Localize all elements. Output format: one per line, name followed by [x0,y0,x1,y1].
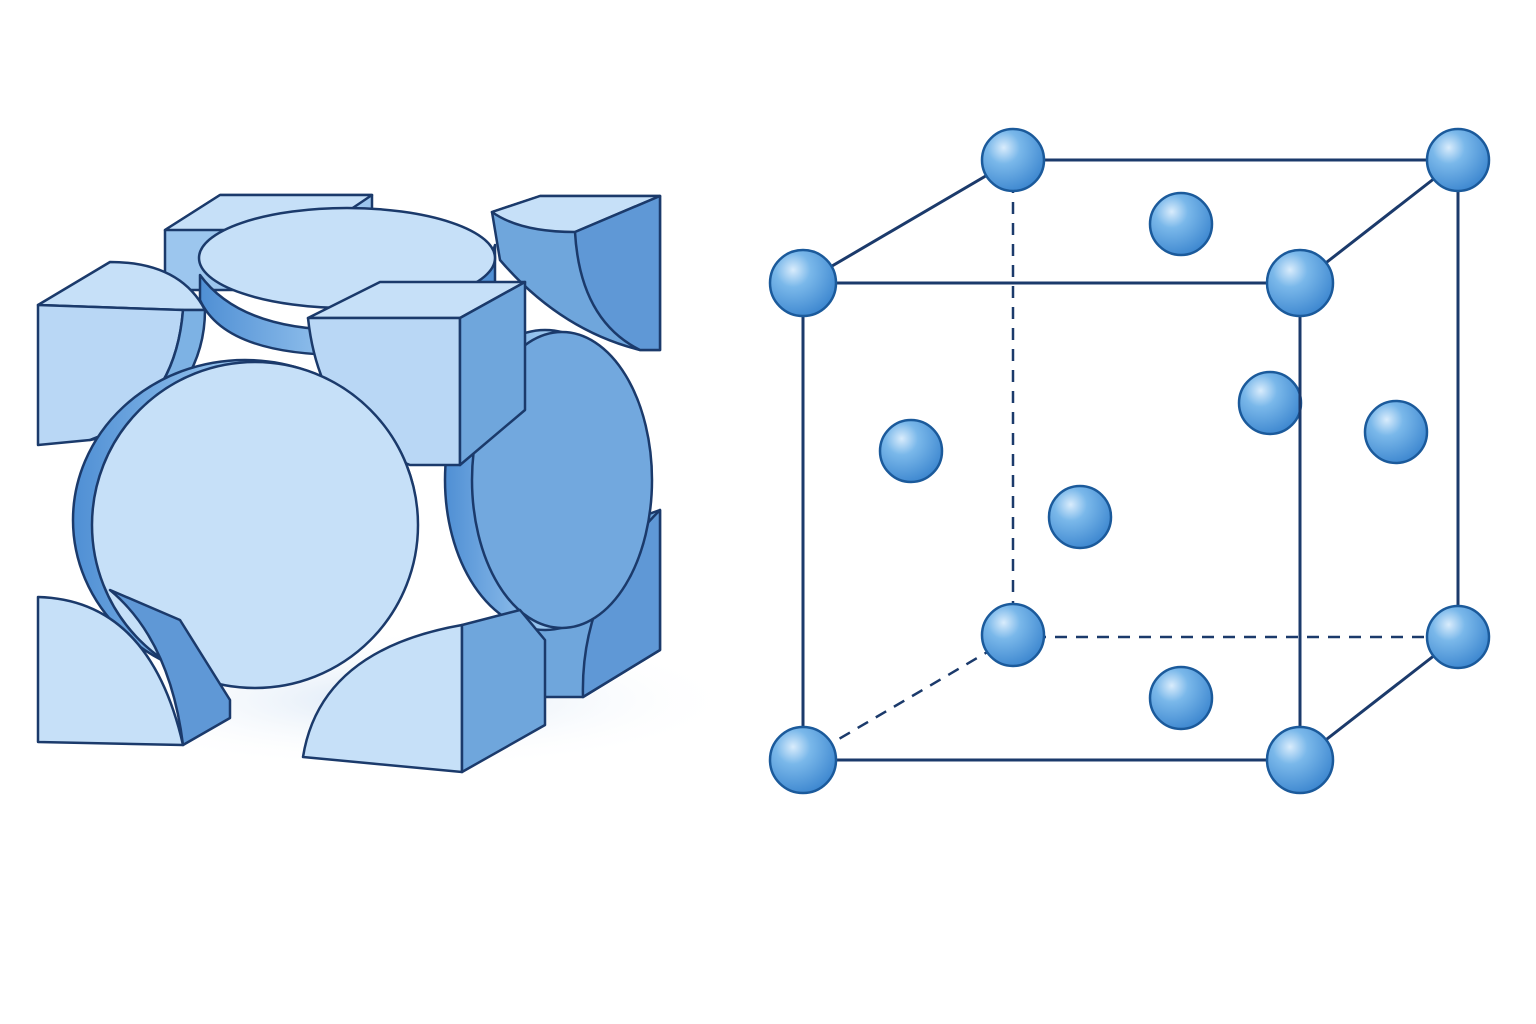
face-atom-front [71,358,420,690]
atoms [768,127,1491,795]
visible-edges [801,158,1460,762]
atom-corner [1425,127,1491,193]
corner-atom-back-top-right [490,194,662,352]
atom-face-left [878,418,944,484]
atom-corner [1265,725,1335,795]
atom-face-top [1148,191,1214,257]
hidden-edges [802,160,1458,762]
atom-face-right [1363,399,1429,465]
atom-corner [1425,604,1491,670]
corner-atom-front-bottom-right [301,608,547,774]
atom-face-front [1047,484,1113,550]
atom-corner [980,602,1046,668]
atom-face-back [1237,370,1303,436]
space-filling-model [36,193,740,774]
atom-corner [768,725,838,795]
atom-corner [1265,248,1335,318]
atom-corner [768,248,838,318]
atom-corner [980,127,1046,193]
corner-atom-front-bottom-left [36,588,232,747]
fcc-lattice-model [768,127,1491,795]
corner-atom-front-top-right [306,280,527,467]
atom-face-bottom [1148,665,1214,731]
